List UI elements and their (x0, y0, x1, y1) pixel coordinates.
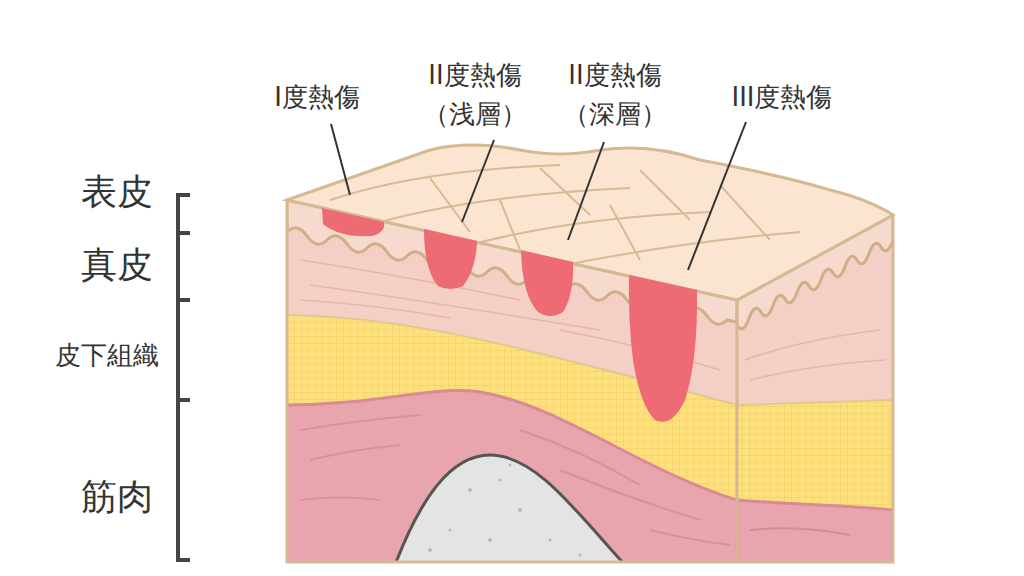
skin-surface (287, 145, 893, 300)
layer-bracket (178, 195, 190, 560)
burn-label: II度熱傷 （深層） (545, 56, 685, 134)
burn-areas (322, 208, 697, 422)
layer-label: 筋肉 (81, 470, 153, 524)
layer-label: 表皮 (81, 165, 153, 219)
burn-label: II度熱傷 （浅層） (405, 56, 545, 134)
burn-label: III度熱傷 (731, 78, 832, 117)
block-outline (287, 200, 893, 562)
skin-texture (330, 165, 800, 266)
layer-label: 皮下組織 (55, 336, 159, 375)
burn-label: I度熱傷 (274, 78, 360, 117)
layer-label: 真皮 (81, 238, 153, 292)
leader-lines (331, 122, 746, 270)
